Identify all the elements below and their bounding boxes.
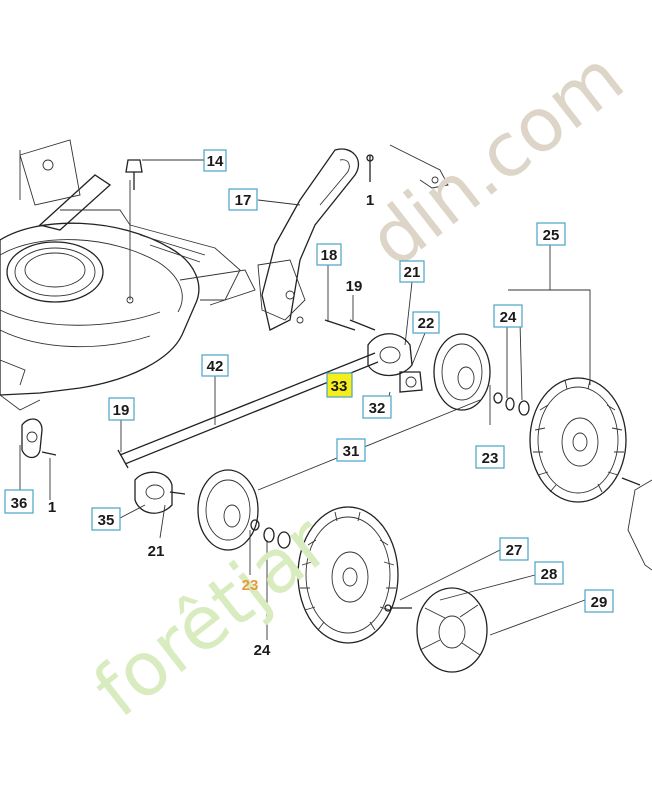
svg-text:21: 21 xyxy=(404,264,421,281)
label-25: 25 xyxy=(536,222,566,246)
svg-text:19: 19 xyxy=(113,402,130,419)
label-33: 33 xyxy=(326,372,353,398)
wheel-left xyxy=(297,506,399,644)
top-bracket xyxy=(389,144,449,189)
label-42: 42 xyxy=(201,354,229,377)
label-22: 22 xyxy=(412,311,440,334)
label-21-left: 21 xyxy=(148,543,165,560)
svg-text:21: 21 xyxy=(148,543,165,560)
hubcap xyxy=(384,549,586,673)
label-32: 32 xyxy=(362,395,392,419)
svg-text:24: 24 xyxy=(254,642,271,659)
svg-text:din.com: din.com xyxy=(353,34,639,284)
screw-left xyxy=(117,420,129,469)
watermark: forêtjar din.com xyxy=(78,34,639,734)
label-23-right: 23 xyxy=(475,445,505,469)
label-21-right: 21 xyxy=(399,260,425,283)
label-23-left: 23 xyxy=(242,577,259,594)
wheel-right xyxy=(508,245,627,503)
right-edge-part xyxy=(621,477,652,571)
label-18: 18 xyxy=(316,243,342,266)
label-19-right: 19 xyxy=(346,278,363,295)
svg-text:19: 19 xyxy=(346,278,363,295)
svg-text:forêtjar: forêtjar xyxy=(78,499,345,734)
label-1-left: 1 xyxy=(48,499,56,516)
label-19-left: 19 xyxy=(108,397,135,421)
height-lever xyxy=(257,148,360,331)
svg-text:35: 35 xyxy=(98,512,115,529)
svg-text:32: 32 xyxy=(369,400,386,417)
svg-text:1: 1 xyxy=(48,499,56,516)
mower-deck xyxy=(0,139,256,411)
label-27: 27 xyxy=(499,537,529,561)
label-36: 36 xyxy=(4,489,34,514)
label-14: 14 xyxy=(203,149,227,172)
svg-text:23: 23 xyxy=(482,450,499,467)
label-35: 35 xyxy=(91,507,121,531)
svg-text:18: 18 xyxy=(321,247,338,264)
svg-text:25: 25 xyxy=(543,227,560,244)
bearing-housing-right xyxy=(367,333,423,401)
svg-text:22: 22 xyxy=(418,315,435,332)
svg-text:17: 17 xyxy=(235,192,252,209)
screw-set-right xyxy=(324,265,426,366)
svg-text:33: 33 xyxy=(331,378,348,395)
label-31: 31 xyxy=(336,438,366,462)
svg-text:1: 1 xyxy=(366,192,374,209)
svg-text:28: 28 xyxy=(541,566,558,583)
svg-text:42: 42 xyxy=(207,358,224,375)
washers-left xyxy=(249,519,291,640)
label-1-top: 1 xyxy=(366,192,374,209)
svg-text:27: 27 xyxy=(506,542,523,559)
label-28: 28 xyxy=(534,561,564,585)
svg-text:29: 29 xyxy=(591,594,608,611)
wheel-cover-right xyxy=(433,333,491,411)
svg-text:31: 31 xyxy=(343,443,360,460)
svg-text:14: 14 xyxy=(207,153,224,170)
svg-text:23: 23 xyxy=(242,577,259,594)
grease-fitting xyxy=(125,159,204,190)
screw-top xyxy=(366,154,374,182)
leader-31 xyxy=(257,399,481,491)
label-29: 29 xyxy=(584,589,614,613)
bracket-left xyxy=(19,418,57,500)
svg-text:24: 24 xyxy=(500,309,517,326)
label-24-right: 24 xyxy=(493,304,523,328)
label-24-left: 24 xyxy=(254,642,271,659)
wheel-cover-left xyxy=(197,469,259,551)
svg-text:36: 36 xyxy=(11,495,28,512)
label-17: 17 xyxy=(228,188,258,211)
washers-right xyxy=(489,321,530,425)
bearing-housing-left xyxy=(119,471,186,539)
